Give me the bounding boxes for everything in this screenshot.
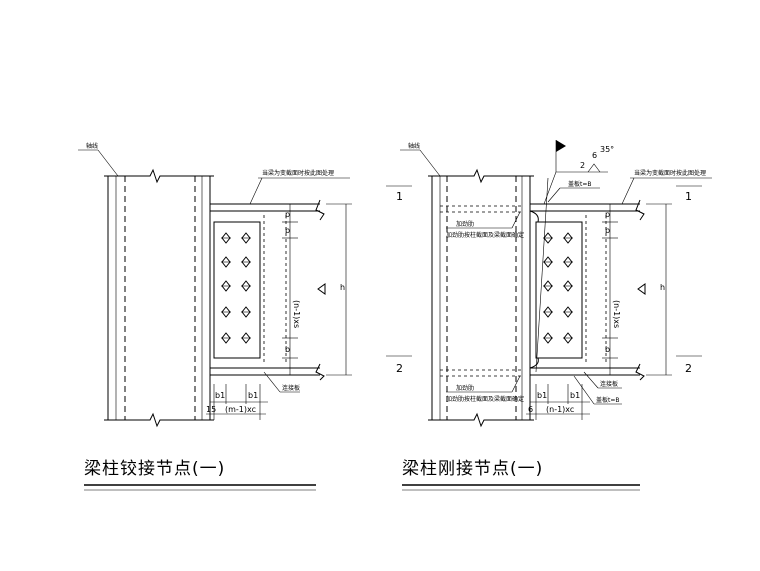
left-bolt-group (221, 232, 251, 344)
left-callout-text: 当梁为变截面时按此图处理 (262, 169, 334, 177)
right-dim-6: 6 (528, 405, 533, 414)
right-plate-bottom-leader (573, 375, 595, 405)
right-axis-label: 轴线 (408, 142, 420, 150)
right-dim-b1a: b1 (537, 391, 547, 400)
right-shear-plate (535, 221, 583, 359)
right-access-hole-top (529, 210, 539, 223)
right-section-1-left: 1 (396, 190, 403, 203)
left-beam-end-break-top (315, 199, 325, 221)
right-note-lower-leader (511, 375, 521, 393)
left-bolt (221, 332, 231, 344)
right-note-lower-2: 加劲肋按柱截面及梁截面确定 (446, 395, 524, 403)
left-top-break-line (104, 168, 214, 184)
left-bolt (221, 256, 231, 268)
left-dim-b: b (285, 226, 290, 235)
left-dim-b1b: b1 (248, 391, 258, 400)
left-shear-plate (213, 221, 261, 359)
left-bolt (221, 306, 231, 318)
left-bottom-break-line (104, 412, 214, 428)
right-weld-leader-diagonal (535, 177, 549, 373)
right-bolt (563, 256, 573, 268)
right-dim-b1b: b1 (570, 391, 580, 400)
left-callout-leader (249, 177, 263, 205)
left-bolt (241, 232, 251, 244)
left-bolt (221, 232, 231, 244)
right-bottom-break-line (428, 412, 534, 428)
right-dim-mid: (n-1)xs (612, 300, 621, 328)
right-bolt-group (543, 232, 573, 344)
right-weld-leader (543, 171, 557, 205)
right-section-2-left: 2 (396, 362, 403, 375)
right-bolt (543, 232, 553, 244)
right-section-2-right: 2 (685, 362, 692, 375)
right-stiffener-leader (583, 371, 599, 389)
left-bolt (241, 280, 251, 292)
right-note-upper-2: 加劲肋按柱截面及梁截面确定 (446, 231, 524, 239)
right-dim-p: p (605, 210, 610, 219)
right-beam-end-break-top (635, 199, 645, 221)
right-axis-leader (419, 149, 441, 177)
right-bolt (543, 280, 553, 292)
left-title: 梁柱铰接节点(一) (84, 459, 225, 479)
right-bolt (563, 280, 573, 292)
right-dim-b-lower: b (605, 345, 610, 354)
right-bolt (563, 332, 573, 344)
right-dim-h: h (660, 283, 665, 292)
left-axis-label: 轴线 (86, 142, 98, 150)
right-title: 梁柱刚接节点(一) (402, 459, 543, 479)
right-section-1-right: 1 (685, 190, 692, 203)
left-bolt (241, 332, 251, 344)
right-access-hole-bottom (529, 357, 539, 369)
right-top-break-line (428, 168, 534, 184)
left-dim-h: h (340, 283, 345, 292)
right-callout-leader (621, 177, 635, 205)
right-weld-size: 6 (592, 151, 597, 160)
right-weld-bevel-icon (587, 163, 601, 173)
left-dim-15: 15 (206, 405, 216, 414)
left-dim-bottom: (m-1)xc (225, 405, 256, 414)
right-plate-bottom-label: 盖板t=B (596, 396, 620, 404)
right-weld-angle: 35° (600, 145, 614, 154)
right-bolt (543, 306, 553, 318)
left-dim-b1a: b1 (215, 391, 225, 400)
right-dim-b: b (605, 226, 610, 235)
right-plate-top-leader (547, 187, 561, 203)
right-weld-flag-icon (556, 140, 566, 152)
left-axis-leader (97, 149, 119, 177)
right-detail: 轴线 2 6 35° 盖板t=B 当梁为变截面时按此图处理 1 1 2 2 (386, 140, 712, 491)
left-dim-mid: (n-1)xs (292, 300, 301, 328)
right-break-marker (637, 283, 646, 295)
right-stiffener-label: 连接板 (600, 380, 618, 388)
right-dim-bottom: (n-1)xc (546, 405, 574, 414)
left-stiffener-label: 连接板 (282, 384, 300, 392)
right-weld-num: 2 (580, 161, 585, 170)
left-bolt (241, 306, 251, 318)
left-bolt (221, 280, 231, 292)
right-bolt (563, 232, 573, 244)
right-note-upper-leader (511, 211, 521, 229)
right-plate-top-label: 盖板t=B (568, 180, 592, 188)
right-bolt (543, 332, 553, 344)
right-beam-end-break-bottom (635, 363, 645, 381)
right-note-upper-1: 加劲肋 (456, 220, 474, 228)
left-dim-b-lower: b (285, 345, 290, 354)
right-callout-text: 当梁为变截面时按此图处理 (634, 169, 706, 177)
right-bolt (543, 256, 553, 268)
left-break-marker (317, 283, 326, 295)
right-bolt (563, 306, 573, 318)
left-stiffener-leader (263, 371, 281, 393)
left-bolt (241, 256, 251, 268)
left-detail: 轴线 当梁为变截面时按此图处理 (78, 142, 352, 491)
right-note-lower-1: 加劲肋 (456, 384, 474, 392)
left-dim-p: p (285, 210, 290, 219)
left-beam-end-break-bottom (315, 363, 325, 381)
